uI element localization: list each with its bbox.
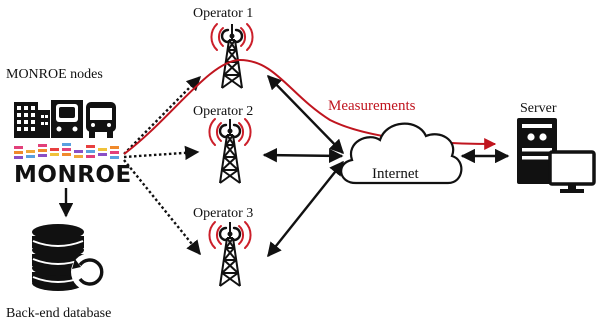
database-icon: [32, 224, 109, 291]
link-op2-internet: [262, 147, 344, 164]
monroe-logo: MONROE: [14, 143, 132, 188]
link-op3-internet: [267, 160, 344, 258]
server-icon: [517, 118, 557, 184]
backend-database-label: Back-end database: [6, 306, 111, 321]
measurements-label: Measurements: [328, 98, 416, 114]
operator-1-label: Operator 1: [193, 6, 253, 21]
monroe-nodes-label: MONROE nodes: [6, 67, 103, 82]
train-icon: [51, 100, 83, 138]
server-label: Server: [520, 101, 557, 116]
bus-icon: [86, 102, 116, 138]
cloud-icon: [340, 122, 463, 185]
operator-3-label: Operator 3: [193, 206, 253, 221]
operator-2-label: Operator 2: [193, 104, 253, 119]
monitor-icon: [548, 150, 596, 193]
building-icon: [14, 102, 50, 138]
link-node-op2: [123, 145, 200, 161]
internet-label: Internet: [372, 166, 419, 182]
cell-tower-icon: [208, 117, 252, 185]
link-op1-internet: [266, 74, 345, 155]
link-node-op1: [123, 75, 202, 155]
monroe-logo-text: MONROE: [14, 162, 132, 188]
link-node-op3: [123, 159, 201, 256]
cell-tower-icon: [210, 22, 254, 90]
cell-tower-icon: [208, 220, 252, 288]
